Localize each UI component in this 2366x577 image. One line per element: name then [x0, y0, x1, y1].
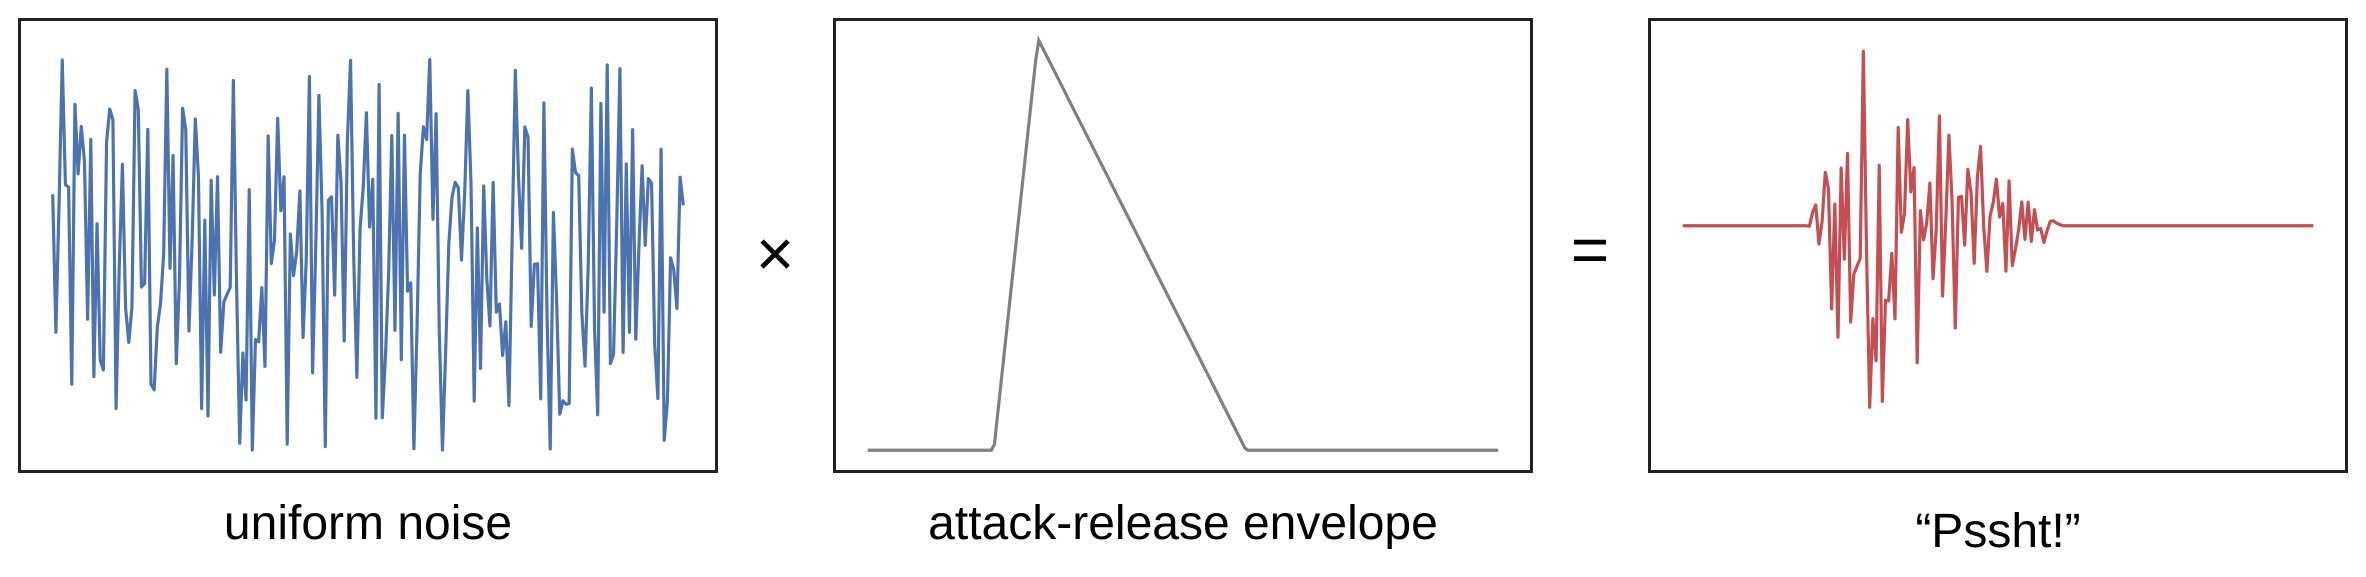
multiply-operator: × — [755, 216, 795, 290]
envelope-series-line — [867, 35, 1499, 452]
equals-operator: = — [1570, 212, 1610, 286]
result-caption: “Pssht!” — [1915, 505, 2081, 558]
uniform-noise-plot — [18, 18, 718, 473]
result-svg — [1682, 49, 2314, 409]
uniform-noise-svg — [51, 58, 685, 452]
result-series-line — [1682, 49, 2314, 409]
envelope-caption: attack-release envelope — [928, 497, 1438, 550]
noise-series-line — [51, 58, 685, 452]
envelope-svg — [867, 35, 1499, 452]
noise-caption: uniform noise — [223, 497, 513, 550]
result-plot — [1648, 18, 2348, 473]
envelope-plot — [833, 18, 1533, 473]
